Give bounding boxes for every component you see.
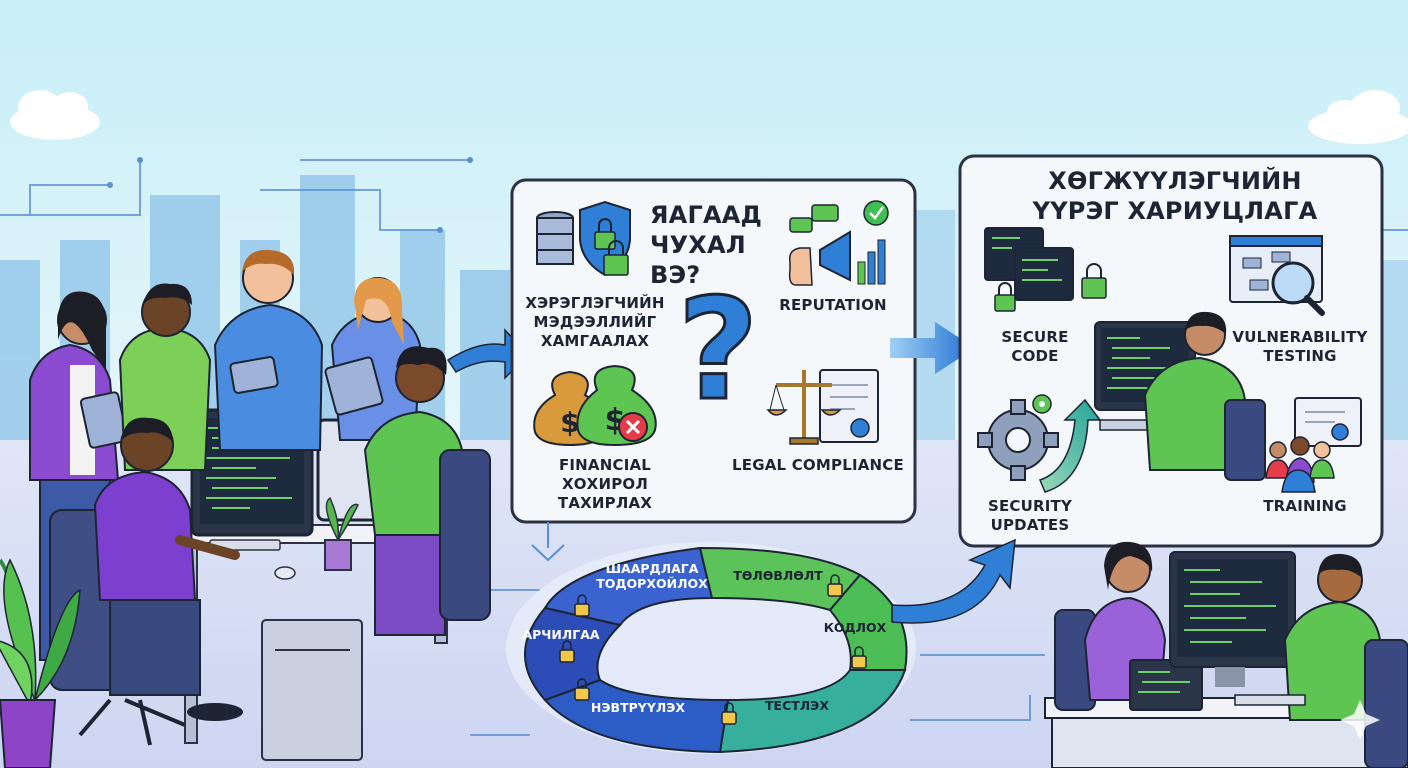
- arrow-panel-down: [531, 522, 565, 562]
- label-protect-line2: МЭДЭЭЛЛИЙГ: [533, 313, 657, 331]
- label-vulnerability: VULNERABILITY TESTING: [1230, 328, 1370, 366]
- gear-icon: [977, 394, 1102, 493]
- money-bags-icon: $ $: [533, 364, 657, 447]
- why-title: ЯАГААД ЧУХАЛ ВЭ?: [650, 200, 790, 290]
- label-protect-line3: ХАМГААЛАХ: [540, 332, 650, 350]
- scales-icon: [766, 369, 879, 445]
- why-panel: ? $ $: [510, 178, 917, 524]
- database-shield-icon: [536, 200, 631, 277]
- code-lock-icon: [984, 227, 1107, 312]
- dev-title-line1: ХӨГЖҮҮЛЭГЧИЙН: [1048, 167, 1302, 195]
- cycle-label-requirements: ШААРДЛАГА ТОДОРХОЙЛОХ: [592, 561, 712, 591]
- label-updates-line2: UPDATES: [990, 516, 1070, 534]
- developer-at-computer: [1094, 311, 1266, 481]
- cycle-label-plan: ТӨЛӨВЛӨЛТ: [733, 568, 823, 583]
- label-security-updates: SECURITY UPDATES: [975, 497, 1085, 535]
- label-protect-line1: ХЭРЭГЛЭГЧИЙН: [525, 294, 665, 312]
- certificate-icon: [1294, 397, 1362, 447]
- dev-team-bottom: [1044, 541, 1408, 768]
- dev-panel: [958, 154, 1384, 548]
- question-mark: ?: [677, 269, 758, 432]
- label-financial-line3: ТАХИРЛАХ: [557, 494, 653, 512]
- padlock-icon: [559, 574, 867, 725]
- why-title-line2: ЧУХАЛ ВЭ?: [650, 231, 746, 289]
- arrow-to-dev: [890, 322, 975, 374]
- office-team-illustration: [0, 249, 491, 768]
- label-financial-line2: ХОХИРОЛ: [561, 475, 649, 493]
- cycle-req-line1: ШААРДЛАГА: [605, 561, 699, 576]
- svg-text:$: $: [560, 406, 579, 439]
- label-financial: FINANCIAL ХОХИРОЛ ТАХИРЛАХ: [530, 456, 680, 513]
- magnifier-icon: [1229, 235, 1325, 316]
- cloud-left: [10, 90, 100, 140]
- label-secure-code-line1: SECURE: [1001, 328, 1069, 346]
- people-icon: [1265, 436, 1335, 493]
- cycle-label-test: ТЕСТЛЭХ: [765, 698, 829, 713]
- megaphone-icon: [788, 200, 889, 286]
- label-vuln-line2: TESTING: [1263, 347, 1337, 365]
- cycle-label-code: КОДЛОХ: [823, 620, 887, 635]
- dev-title: ХӨГЖҮҮЛЭГЧИЙН ҮҮРЭГ ХАРИУЦЛАГА: [1010, 166, 1340, 226]
- why-title-line1: ЯАГААД: [650, 201, 763, 229]
- sdlc-cycle: [506, 542, 916, 754]
- label-updates-line1: SECURITY: [987, 497, 1073, 515]
- label-legal: LEGAL COMPLIANCE: [732, 456, 904, 474]
- cloud-right: [1308, 90, 1408, 144]
- label-reputation: REPUTATION: [779, 296, 887, 314]
- label-secure-code-line2: CODE: [1011, 347, 1059, 365]
- label-secure-code: SECURE CODE: [980, 328, 1090, 366]
- cycle-label-maintain: АРЧИЛГАА: [522, 627, 600, 642]
- cycle-label-deploy: НЭВТРҮҮЛЭХ: [590, 700, 686, 715]
- arrow-cycle-to-team: [891, 538, 1016, 624]
- dev-title-line2: ҮҮРЭГ ХАРИУЦЛАГА: [1032, 197, 1318, 225]
- sparkle-icon: [1340, 700, 1380, 740]
- label-protect-data: ХЭРЭГЛЭГЧИЙН МЭДЭЭЛЛИЙГ ХАМГААЛАХ: [515, 294, 675, 351]
- cycle-req-line2: ТОДОРХОЙЛОХ: [596, 576, 708, 591]
- label-vuln-line1: VULNERABILITY: [1232, 328, 1368, 346]
- label-training: TRAINING: [1263, 497, 1347, 515]
- label-financial-line1: FINANCIAL: [558, 456, 652, 474]
